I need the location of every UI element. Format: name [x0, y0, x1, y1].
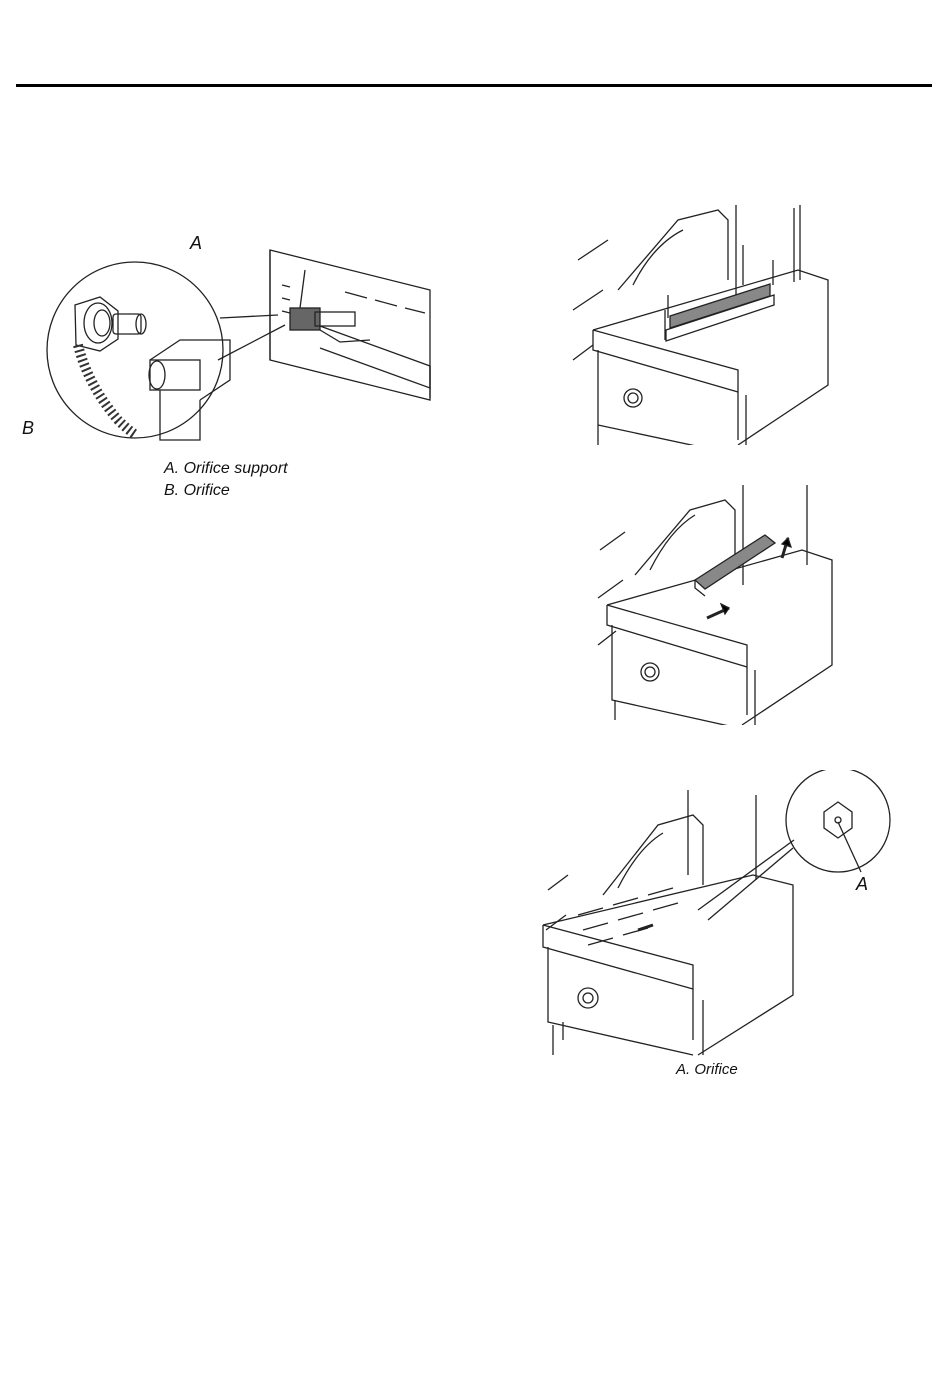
caption-orifice: B. Orifice	[164, 480, 288, 502]
callout-b-label: B	[22, 418, 34, 439]
header-rule	[16, 84, 932, 87]
figure-burner-installed	[568, 200, 838, 445]
orifice-location-illustration	[538, 770, 898, 1060]
burner-removal-illustration	[595, 480, 845, 725]
orifice-detail-illustration	[20, 230, 450, 460]
figure1-caption: A. Orifice support B. Orifice	[164, 458, 288, 502]
callout-a-label: A	[856, 874, 868, 895]
callout-a-label: A	[190, 233, 202, 254]
figure-orifice-location: A	[538, 770, 898, 1060]
figure-orifice-detail: A B	[20, 230, 450, 460]
figure-burner-removal	[595, 480, 845, 725]
burner-installed-illustration	[568, 200, 838, 445]
caption-orifice-support: A. Orifice support	[164, 458, 288, 480]
figure4-caption: A. Orifice	[676, 1059, 738, 1081]
